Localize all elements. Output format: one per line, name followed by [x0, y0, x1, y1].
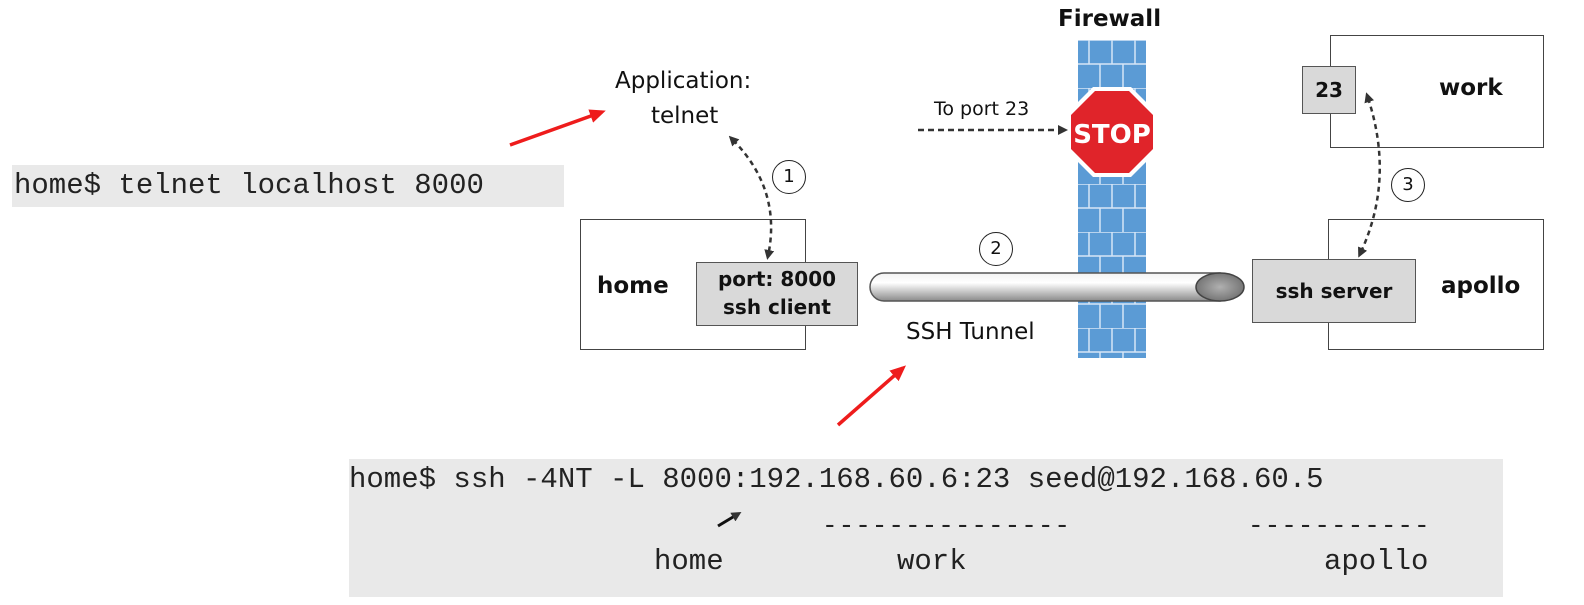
label-apollo: apollo	[1324, 545, 1429, 578]
apollo-underline: -----------	[1248, 511, 1431, 541]
application-label: Application:	[615, 68, 752, 94]
step-1-badge: 1	[772, 160, 806, 194]
step-3-number: 3	[1402, 174, 1414, 195]
ssh-server-label: ssh server	[1275, 279, 1393, 303]
home-host-label: home	[597, 273, 669, 299]
work-port-box: 23	[1302, 66, 1356, 114]
ssh-tunnel-pipe	[869, 272, 1245, 302]
ssh-command: home$ ssh -4NT -L 8000:192.168.60.6:23 s…	[349, 463, 1324, 496]
work-port-label: 23	[1315, 78, 1343, 102]
label-work: work	[897, 545, 967, 578]
work-underline: ---------------	[822, 511, 1072, 541]
ssh-tunnel-label: SSH Tunnel	[906, 319, 1035, 345]
red-arrow-tunnel	[836, 365, 907, 427]
home-port-pointer-arrow	[717, 511, 742, 528]
firewall-title: Firewall	[1058, 6, 1162, 32]
ssh-command-block: home$ ssh -4NT -L 8000:192.168.60.6:23 s…	[349, 459, 1503, 597]
step-3-badge: 3	[1391, 168, 1425, 202]
ssh-client-label: ssh client	[723, 295, 831, 319]
step-2-badge: 2	[979, 232, 1013, 266]
step-3-arrow	[1358, 92, 1381, 258]
work-host-label: work	[1439, 75, 1503, 101]
telnet-command: home$ telnet localhost 8000	[12, 165, 564, 207]
ssh-client-port: port: 8000	[717, 267, 837, 291]
step-2-number: 2	[990, 238, 1002, 259]
ssh-client-box: port: 8000 ssh client	[696, 262, 858, 326]
red-arrow-application	[509, 109, 606, 147]
ssh-server-box: ssh server	[1252, 259, 1416, 323]
application-name: telnet	[651, 103, 719, 129]
step-1-number: 1	[783, 166, 795, 187]
to-port-label: To port 23	[934, 98, 1030, 120]
stop-sign-text: STOP	[1073, 120, 1151, 150]
step-1-arrow	[728, 135, 775, 260]
stop-sign-icon: STOP	[1067, 87, 1157, 177]
label-home: home	[654, 545, 724, 578]
apollo-host-label: apollo	[1441, 273, 1521, 299]
